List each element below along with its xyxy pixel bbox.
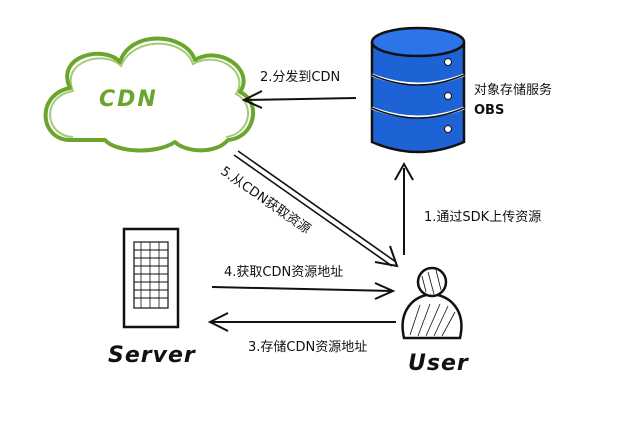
edge-label-distribute: 2.分发到CDN <box>260 70 341 85</box>
obs-database-icon <box>370 26 466 154</box>
server-icon <box>122 227 180 329</box>
user-label: User <box>408 351 469 376</box>
obs-label-line2: OBS <box>474 103 505 118</box>
arrow-fetch-from-cdn <box>233 150 399 268</box>
cdn-label: CDN <box>99 87 158 112</box>
user-icon <box>401 266 463 340</box>
obs-label-line1: 对象存储服务 <box>474 83 553 98</box>
arrow-store-address <box>207 312 396 332</box>
edge-label-get-address: 4.获取CDN资源地址 <box>224 265 344 280</box>
arrow-get-address <box>211 282 396 300</box>
server-label: Server <box>108 343 196 368</box>
arrow-upload <box>394 161 414 255</box>
edge-label-store-address: 3.存储CDN资源地址 <box>248 340 368 355</box>
edge-label-upload: 1.通过SDK上传资源 <box>424 210 542 225</box>
cdn-cloud-shape <box>43 36 256 153</box>
arrow-distribute <box>241 90 357 109</box>
